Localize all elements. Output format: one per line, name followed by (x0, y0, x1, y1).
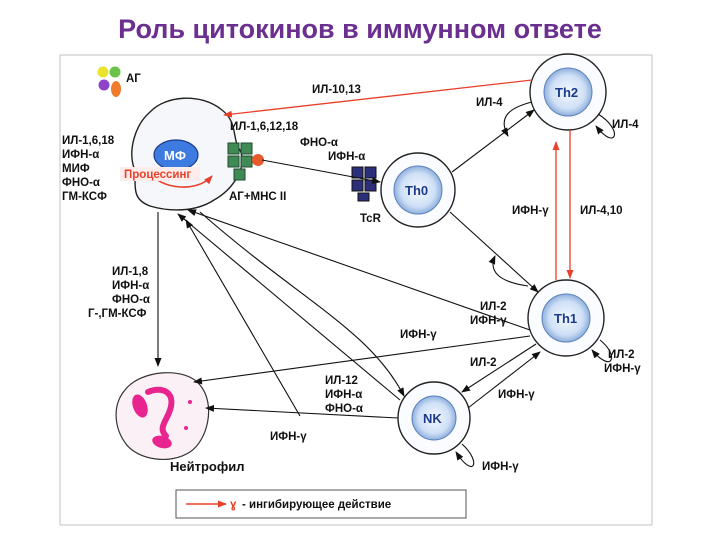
mf-cytokine-label: ИЛ-1,6,18 (62, 135, 115, 147)
arrow-th0-to-th2 (451, 109, 535, 173)
macrophage-label: МФ (164, 148, 186, 163)
th0-th1-label: ИЛ-2 (480, 301, 507, 313)
th2-to-mf-label: ИЛ-10,13 (312, 84, 361, 96)
neutrophil-label: Нейтрофил (170, 459, 244, 474)
il4-th0-label: ИЛ-4 (476, 97, 503, 109)
mf-to-neutrophil-label: ИЛ-1,8 (112, 266, 149, 278)
mf-to-nk-labels: ИЛ-12 ИФН-α ФНО-α (325, 375, 363, 415)
mf-to-neutrophil-label: ИФН-α (112, 280, 149, 292)
legend-text: - ингибирующее действие (242, 499, 391, 511)
mf-cytokine-label: ИФН-α (62, 149, 99, 161)
arrow-th0-to-th1 (449, 211, 539, 293)
arrow-nk-self (455, 443, 475, 467)
antigen-label: АГ (126, 73, 141, 85)
tcr-receptor-icon (351, 166, 377, 202)
neutrophil-cell (115, 372, 210, 460)
mf-to-neutrophil-labels: ИЛ-1,8 ИФН-α ФНО-α Г-,ГМ-КСФ (88, 266, 150, 320)
ag-mhc-label: АГ+МНС II (229, 191, 286, 203)
mf-cytokine-label: МИФ (62, 163, 90, 175)
arrow-th1-to-nk (461, 343, 537, 393)
arrow-il4-loop (501, 101, 533, 137)
mf-to-th0-label: ФНО-α (300, 137, 338, 149)
nk-to-th1-label: ИЛ-2 (470, 357, 497, 369)
arrow-th1-to-mf (187, 209, 531, 331)
nk-self-label: ИФН-γ (482, 461, 519, 473)
th0-th1-label: ИФН-γ (470, 315, 507, 327)
arrow-mf-to-th0 (261, 159, 381, 184)
mf-to-neutrophil-label: Г-,ГМ-КСФ (88, 308, 147, 320)
arrow-th1-to-neutrophil (193, 335, 531, 385)
tcr-label: TcR (360, 213, 382, 225)
figure-frame (59, 54, 653, 526)
th1-nk-label: ИФН-γ (498, 389, 535, 401)
nk-cell (397, 381, 471, 455)
th1-self-label: ИФН-γ (604, 363, 641, 375)
mf-to-th0-labels: ИЛ-1,6,12,18 ФНО-α ИФН-α (230, 121, 365, 163)
th1-self-label: ИЛ-2 (608, 349, 635, 361)
arrow-th2-to-mf (223, 79, 533, 118)
th1-cell (527, 279, 605, 357)
th1-to-mf-label: ИФН-γ (400, 329, 437, 341)
processing-label: Процессинг (124, 169, 191, 181)
mf-secreted-labels: ИЛ-1,6,18 ИФН-α МИФ ФНО-α ГМ-КСФ (62, 135, 115, 203)
mf-to-nk-label: ФНО-α (325, 403, 363, 415)
mf-to-nk-label: ИЛ-12 (325, 375, 358, 387)
page-title: Роль цитокинов в иммунном ответе (118, 14, 602, 44)
mf-to-th0-label: ИЛ-1,6,12,18 (230, 121, 299, 133)
mf-cytokine-label: ФНО-α (62, 177, 100, 189)
arrow-nk-to-mf (177, 213, 401, 401)
arrow-up-to-mf (185, 219, 301, 417)
th1-th2-left-label: ИФН-γ (512, 205, 549, 217)
arrow-nk-to-th1 (467, 351, 541, 409)
th2-cell (529, 53, 607, 131)
antigen-icon (97, 66, 121, 97)
legend-symbol: ɣ (230, 499, 237, 511)
arrow-th2-self (595, 113, 615, 139)
il4-self-label: ИЛ-4 (612, 119, 639, 131)
mf-cytokine-label: ГМ-КСФ (62, 191, 107, 203)
nk-label: NK (423, 411, 442, 426)
th1-label: Th1 (554, 311, 577, 326)
ag-mhc-complex-icon (227, 142, 264, 181)
legend: ɣ - ингибирующее действие (175, 489, 467, 519)
mf-to-nk-label: ИФН-α (325, 389, 362, 401)
nk-to-neutrophil-label: ИФН-γ (270, 431, 307, 443)
arrow-nk-to-neutrophil (205, 404, 399, 419)
mf-to-neutrophil-label: ФНО-α (112, 294, 150, 306)
th0-label: Th0 (405, 183, 428, 198)
th0-cell (380, 152, 456, 228)
arrow-th1-to-th0 (488, 255, 529, 287)
pathway-arrows (154, 79, 615, 467)
processing-bg (120, 167, 200, 181)
arrow-mf-to-nk (199, 211, 405, 397)
th2-label: Th2 (555, 85, 578, 100)
mf-to-th0-label: ИФН-α (328, 151, 365, 163)
arrow-th1-self (591, 339, 613, 363)
th1-th2-right-label: ИЛ-4,10 (580, 205, 623, 217)
